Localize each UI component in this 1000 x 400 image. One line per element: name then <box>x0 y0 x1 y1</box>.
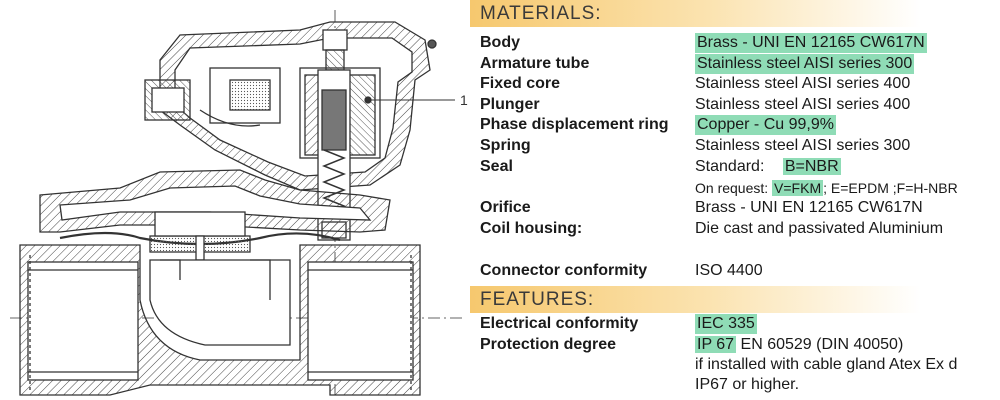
protection-line2-row: if installed with cable gland Atex Ex d <box>480 355 1000 375</box>
materials-heading: MATERIALS: <box>470 0 1000 27</box>
material-row: Plunger Stainless steel AISI series 400 <box>480 95 1000 115</box>
protection-value: IP 67 EN 60529 (DIN 40050) <box>695 335 903 355</box>
protection-value-rest: EN 60529 (DIN 40050) <box>736 336 904 353</box>
seal-row: Seal Standard: B=NBR <box>480 157 1000 177</box>
callout-number: 1 <box>460 92 468 108</box>
seal-request-rest: ; E=EPDM ;F=H-NBR <box>823 180 958 196</box>
material-row: Coil housing: Die cast and passivated Alu… <box>480 219 1000 239</box>
material-value: Brass - UNI EN 12165 CW617N <box>695 199 923 216</box>
seal-standard: Standard: B=NBR <box>695 157 841 177</box>
features-heading: FEATURES: <box>470 286 1000 313</box>
material-row: Phase displacement ring Copper - Cu 99,9% <box>480 115 1000 136</box>
protection-line3: IP67 or higher. <box>695 376 800 393</box>
material-label: Fixed core <box>480 75 561 93</box>
material-label: Armature tube <box>480 54 590 72</box>
material-value: Copper - Cu 99,9% <box>695 115 836 136</box>
material-label: Orifice <box>480 199 531 216</box>
material-value: Stainless steel AISI series 300 <box>695 137 911 154</box>
seal-label: Seal <box>480 158 513 175</box>
material-label: Phase displacement ring <box>480 116 669 134</box>
material-row: Fixed core Stainless steel AISI series 40… <box>480 74 1000 94</box>
connector-value: ISO 4400 <box>695 262 763 279</box>
protection-line2: if installed with cable gland Atex Ex d <box>695 356 958 373</box>
material-row: Spring Stainless steel AISI series 300 <box>480 136 1000 156</box>
seal-request-highlight: V=FKM <box>772 180 824 196</box>
protection-value-highlight: IP 67 <box>695 336 737 353</box>
material-value: Stainless steel AISI series 400 <box>695 95 911 113</box>
material-value: Die cast and passivated Aluminium <box>695 219 944 237</box>
electrical-label: Electrical conformity <box>480 315 639 332</box>
material-row: Orifice Brass - UNI EN 12165 CW617N <box>480 198 1000 218</box>
valve-cross-section-drawing: 1 <box>10 10 468 396</box>
material-label: Plunger <box>480 95 540 113</box>
material-value: Brass - UNI EN 12165 CW617N <box>695 33 927 53</box>
material-label: Body <box>480 34 520 51</box>
protection-label: Protection degree <box>480 336 617 353</box>
seal-standard-prefix: Standard: <box>695 158 765 175</box>
material-label: Spring <box>480 137 531 154</box>
material-value: Stainless steel AISI series 400 <box>695 75 911 93</box>
material-row: Body Brass - UNI EN 12165 CW617N <box>480 33 1000 53</box>
material-label: Coil housing: <box>480 219 583 237</box>
connector-label: Connector conformity <box>480 262 648 279</box>
protection-row: Protection degree IP 67 EN 60529 (DIN 40… <box>480 335 1000 355</box>
protection-line3-row: IP67 or higher. <box>480 375 1000 395</box>
seal-request-row: On request: V=FKM; E=EPDM ;F=H-NBR <box>480 178 1000 198</box>
seal-standard-value: B=NBR <box>782 158 841 175</box>
material-value: Stainless steel AISI series 300 <box>695 53 915 74</box>
seal-request: On request: V=FKM; E=EPDM ;F=H-NBR <box>695 178 958 198</box>
electrical-value: IEC 335 <box>695 314 757 334</box>
seal-request-prefix: On request: <box>695 180 773 196</box>
connector-row: Connector conformity ISO 4400 <box>480 261 1000 281</box>
material-row: Armature tube Stainless steel AISI series… <box>480 53 1000 74</box>
electrical-row: Electrical conformity IEC 335 <box>480 314 1000 334</box>
